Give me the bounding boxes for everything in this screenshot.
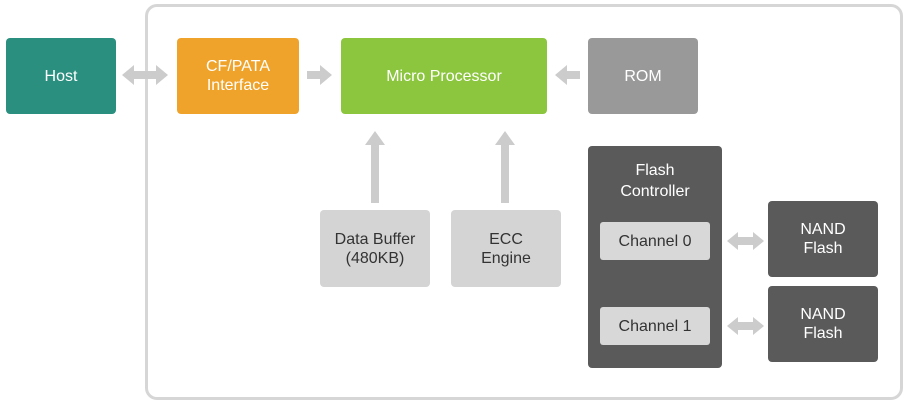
channel-0-block: Channel 0 [600, 222, 710, 260]
system-boundary-frame [145, 4, 903, 400]
channel-1-block: Channel 1 [600, 307, 710, 345]
ecc-to-mp-arrow [495, 131, 515, 203]
host-block: Host [6, 38, 116, 114]
cf-pata-interface-block: CF/PATA Interface [177, 38, 299, 114]
rom-block: ROM [588, 38, 698, 114]
channel1-nand-double-arrow [727, 317, 764, 335]
channel0-nand-double-arrow [727, 232, 764, 250]
ecc-engine-block: ECC Engine [451, 210, 561, 287]
data-buffer-block: Data Buffer (480KB) [320, 210, 430, 287]
nand-flash-1-block: NAND Flash [768, 286, 878, 362]
cf-to-mp-arrow [307, 65, 332, 85]
host-cf-double-arrow [122, 65, 168, 85]
nand-flash-0-block: NAND Flash [768, 201, 878, 277]
micro-processor-block: Micro Processor [341, 38, 547, 114]
databuffer-to-mp-arrow [365, 131, 385, 203]
flash-controller-title: Flash Controller [620, 162, 690, 200]
rom-to-mp-arrow [555, 65, 580, 85]
